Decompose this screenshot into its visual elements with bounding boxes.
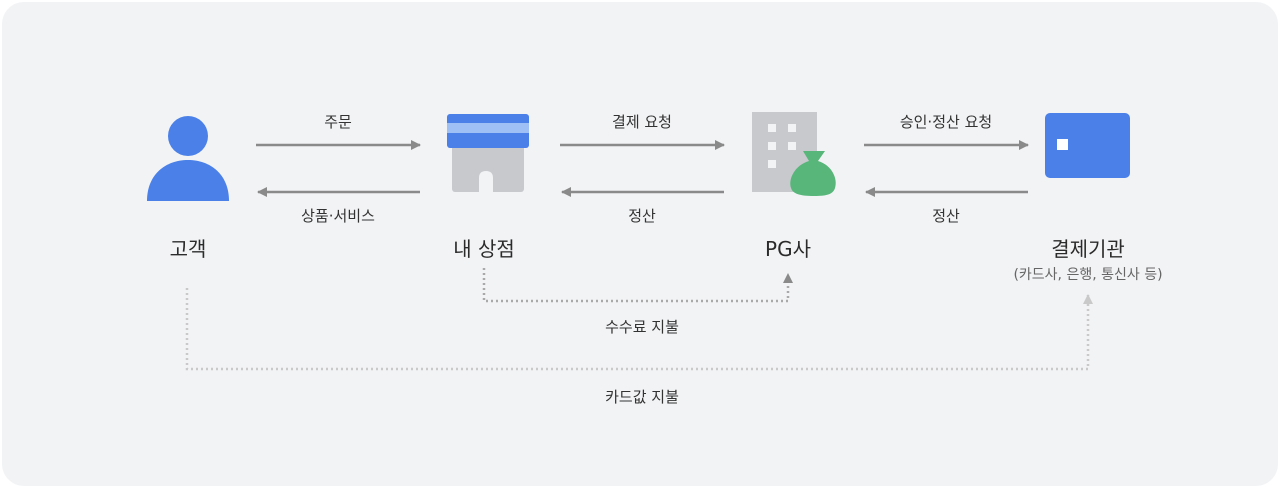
arrow-label-goods: 상품·서비스 bbox=[301, 207, 375, 225]
arrow-label-payment-request: 결제 요청 bbox=[612, 113, 672, 131]
dotted-path-card-payment bbox=[185, 288, 1093, 371]
node-label-pg: PG사 bbox=[765, 237, 811, 261]
fee-payment-label: 수수료 지불 bbox=[605, 318, 679, 336]
dotted-path-fee bbox=[482, 268, 793, 303]
arrow-label-order: 주문 bbox=[324, 113, 352, 131]
building-moneybag-icon bbox=[752, 112, 836, 196]
card-icon bbox=[1045, 113, 1130, 178]
store-icon bbox=[447, 114, 529, 192]
node-label-customer: 고객 bbox=[169, 237, 207, 261]
node-label-institution: 결제기관 bbox=[1051, 237, 1125, 261]
node-sublabel-institution: (카드사, 은행, 통신사 등) bbox=[1013, 267, 1163, 283]
arrow-label-settlement-pg-store: 정산 bbox=[628, 207, 656, 225]
node-label-store: 내 상점 bbox=[453, 237, 515, 261]
card-payment-label: 카드값 지불 bbox=[605, 388, 679, 406]
person-icon bbox=[147, 116, 229, 201]
arrow-label-settlement-inst-pg: 정산 bbox=[932, 207, 960, 225]
arrow-label-approval-request: 승인·정산 요청 bbox=[899, 113, 993, 131]
